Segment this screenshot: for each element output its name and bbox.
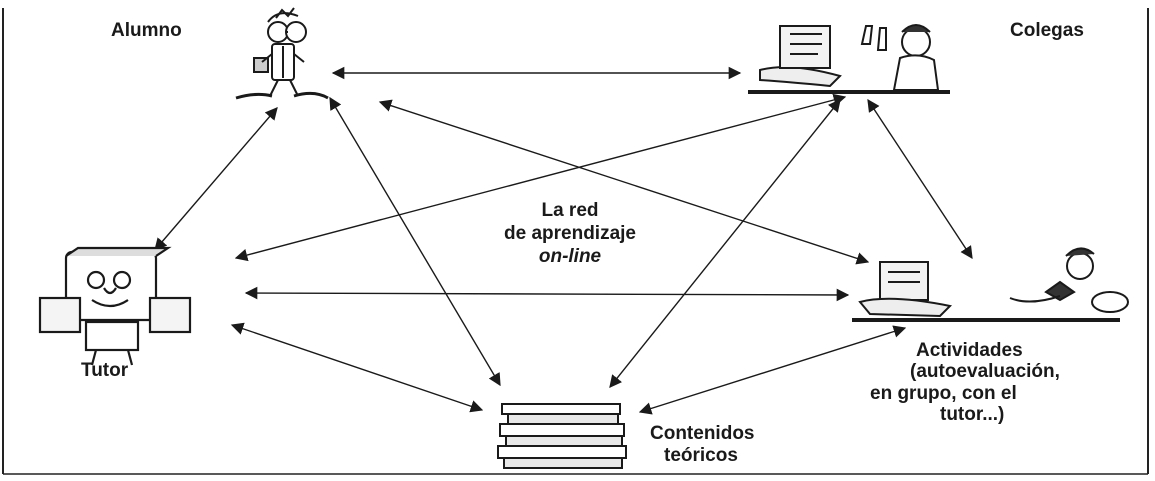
arrow-colegas-actividades (867, 98, 973, 260)
person-at-computer-icon (852, 247, 1129, 322)
arrow-actividades-contenidos (638, 325, 907, 415)
arrow-tutor-actividades (244, 286, 850, 302)
tutor-label: Tutor (81, 360, 129, 381)
arrow-alumno-tutor (154, 107, 278, 251)
student-figure-icon (235, 7, 329, 100)
actividades-label-line-1: Actividades (916, 340, 1023, 361)
tutor-figure-icon (38, 246, 192, 366)
center-caption-line-3: on-line (538, 245, 602, 267)
book-stack-icon (497, 403, 627, 469)
center-caption: La red de aprendizaje on-line (470, 200, 670, 268)
center-caption-line-1: La red (541, 200, 599, 221)
arrow-tutor-contenidos (230, 322, 484, 413)
contenidos-label: Contenidos teóricos (650, 423, 755, 467)
contenidos-label-line-1: Contenidos (650, 423, 755, 444)
alumno-label: Alumno (111, 20, 182, 41)
contenidos-label-line-2: teóricos (664, 444, 738, 466)
colegas-label: Colegas (1010, 20, 1084, 41)
center-caption-line-2: de aprendizaje (504, 222, 636, 244)
actividades-label-line-2: (autoevaluación, (910, 361, 1060, 383)
actividades-label-line-4: tutor...) (940, 403, 1005, 425)
connection-arrows (154, 66, 973, 415)
actividades-label-line-3: en grupo, con el (870, 382, 1017, 404)
actividades-label: Actividades (autoevaluación, en grupo, c… (868, 340, 1060, 425)
colleagues-at-computer-icon (748, 24, 950, 94)
